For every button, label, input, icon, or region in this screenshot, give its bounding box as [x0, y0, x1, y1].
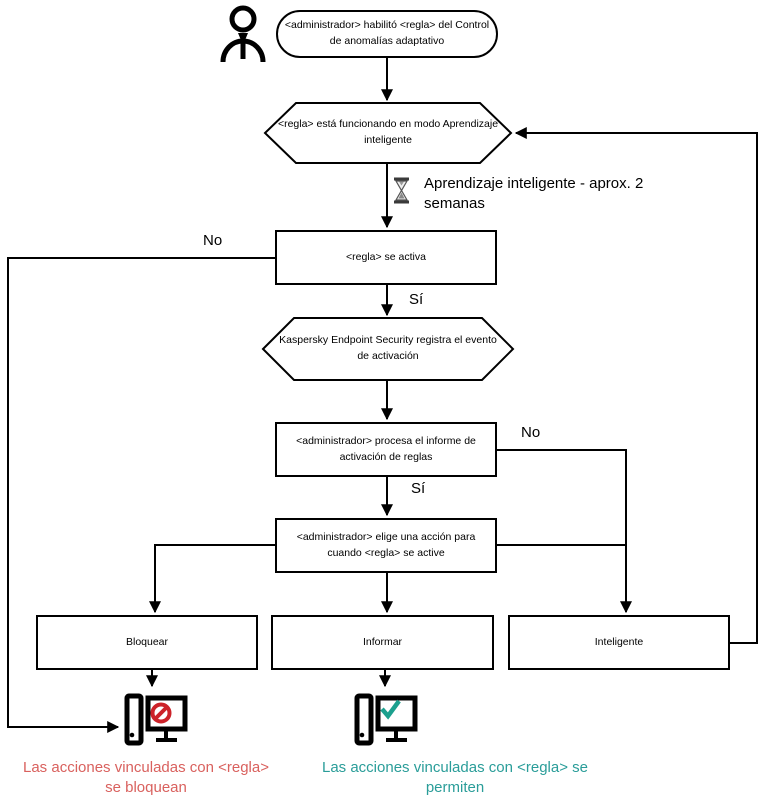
start-node: <administrador> habilitó <regla> del Con… — [276, 10, 498, 58]
blocked-computer-icon — [124, 693, 188, 746]
registers-event-hexagon: Kaspersky Endpoint Security registra el … — [279, 334, 497, 362]
registers-event-hexagon-shape — [261, 317, 515, 381]
label-yes-top: Sí — [409, 291, 424, 308]
label-yes-bottom: Sí — [411, 480, 426, 497]
learning-mode-hexagon-shape — [263, 102, 513, 164]
actor-person-icon — [220, 5, 266, 63]
blocked-result-text: Las acciones vinculadas con <regla> se b… — [23, 759, 269, 796]
smart-action-node: Inteligente — [508, 615, 730, 670]
rule-activates-node: <regla> se activa — [275, 230, 497, 285]
learning-mode-hexagon: <regla> está funcionando en modo Aprendi… — [277, 118, 499, 146]
timer-label: Aprendizaje inteligente - aprox. 2 seman… — [424, 175, 644, 212]
process-report-node: <administrador> procesa el informe de ac… — [275, 422, 497, 477]
choose-action-node: <administrador> elige una acción para cu… — [275, 518, 497, 573]
label-no-left: No — [203, 232, 223, 249]
block-action-node: Bloquear — [36, 615, 258, 670]
hourglass-icon — [394, 177, 409, 204]
label-no-right: No — [521, 424, 541, 441]
allowed-result-text: Las acciones vinculadas con <regla> se p… — [321, 759, 588, 796]
inform-action-node: Informar — [271, 615, 494, 670]
allowed-computer-icon — [354, 693, 418, 746]
